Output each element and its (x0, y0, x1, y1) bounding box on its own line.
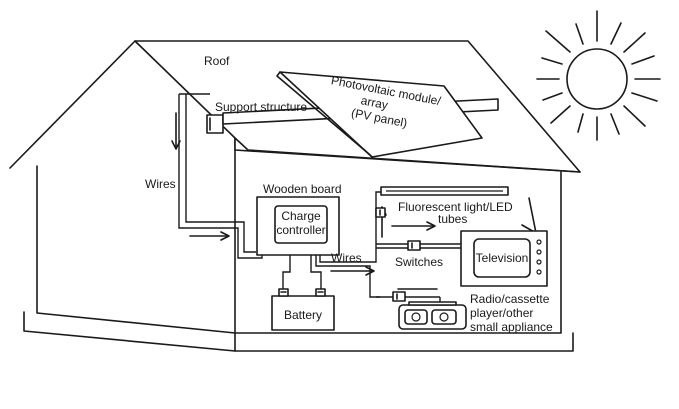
switch-icon (375, 207, 421, 302)
wooden-board-label: Wooden board (263, 182, 342, 196)
charge-controller-label-line2: controller (276, 223, 325, 237)
battery-icon (271, 288, 335, 331)
house-foundation-side (234, 332, 574, 352)
charge-controller-label-line1: Charge (281, 209, 321, 223)
radio-label-line2: player/other (470, 306, 533, 320)
svg-text:array: array (360, 93, 390, 112)
pv-panel (276, 71, 483, 158)
charge-controller (274, 205, 328, 244)
panel-to-controller-wires (171, 93, 263, 259)
house-left-wall (36, 165, 236, 334)
roof-label: Roof (204, 54, 230, 68)
television-icon (460, 197, 548, 287)
fluorescent-tube-icon (380, 186, 509, 196)
wires-label-middle: Wires (331, 251, 362, 265)
fluorescent-label-line2: tubes (438, 212, 467, 226)
wires-label-left: Wires (145, 177, 176, 191)
television-label: Television (476, 251, 529, 265)
support-structure-label: Support structure (215, 100, 307, 114)
fluorescent-label-line1: Fluorescent light/LED (398, 200, 513, 214)
radio-cassette-icon (398, 301, 467, 330)
house-foundation-front (23, 311, 236, 352)
sun-icon (536, 10, 661, 141)
radio-label-line1: Radio/cassette (470, 292, 550, 306)
radio-label-line3: small appliance (470, 320, 553, 334)
house-right-wall (234, 171, 562, 334)
battery-label: Battery (284, 308, 322, 322)
switches-label: Switches (395, 255, 443, 269)
